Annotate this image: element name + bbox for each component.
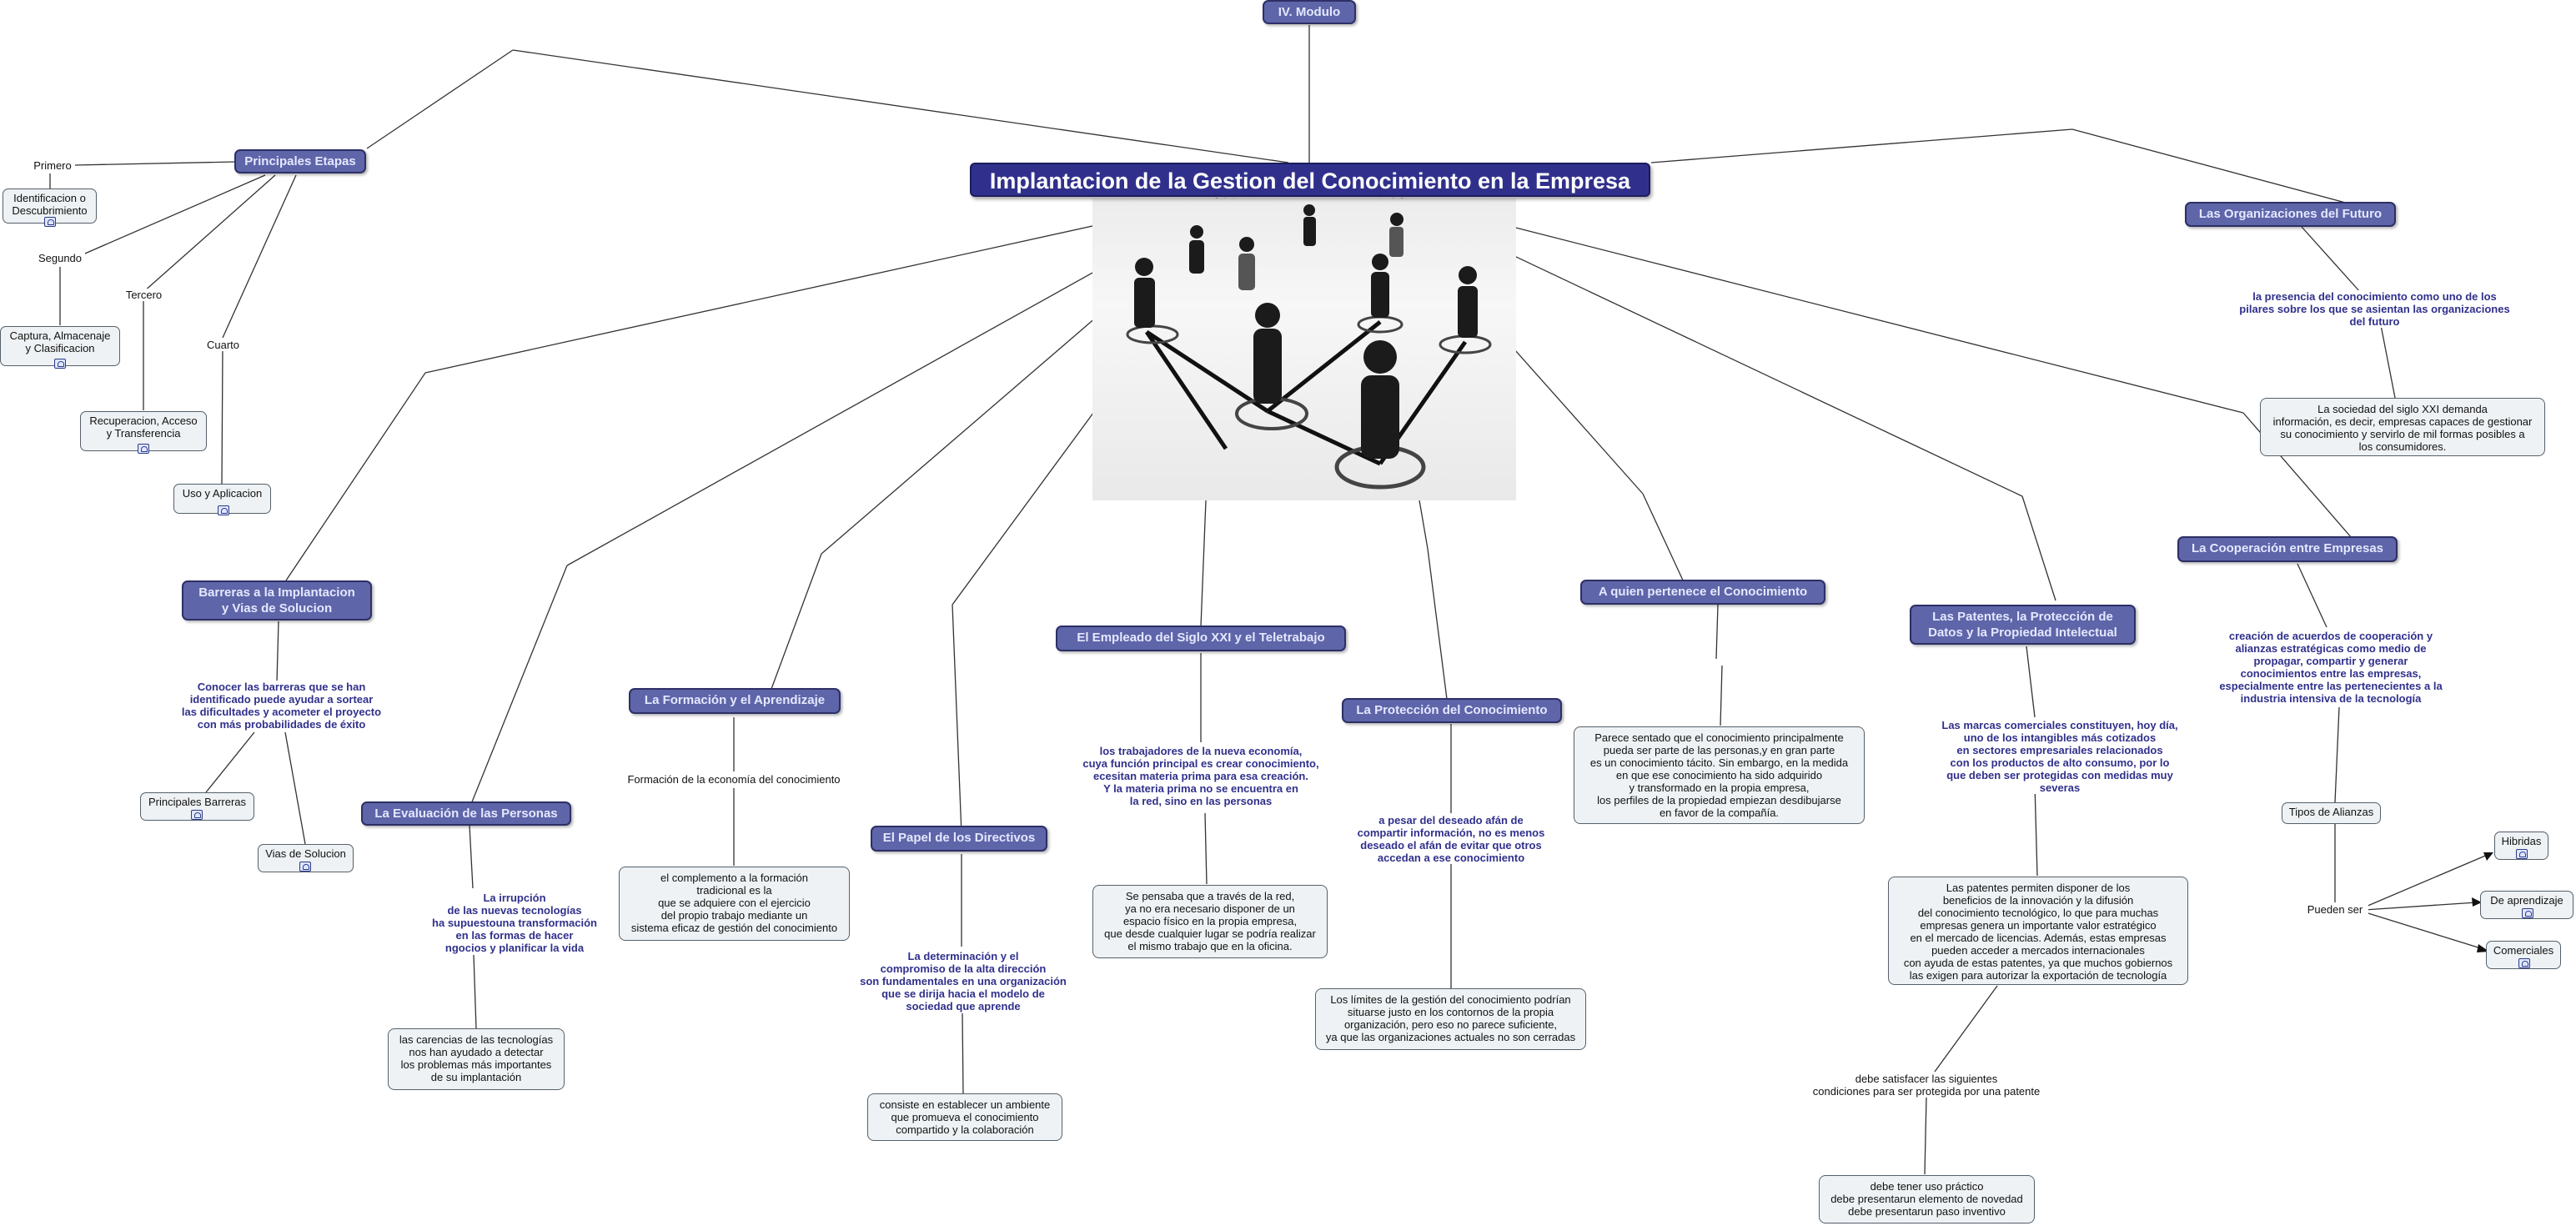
node-recuperacion[interactable]: Recuperacion, Acceso y Transferencia — [80, 411, 207, 454]
node-empleado-detail[interactable]: Se pensaba que a través de la red, ya no… — [1092, 885, 1328, 958]
patentes-description: Las marcas comerciales constituyen, hoy … — [1926, 719, 2193, 794]
module-label[interactable]: IV. Modulo — [1263, 0, 1356, 24]
attachment-icon[interactable] — [191, 810, 203, 820]
node-condiciones-detail[interactable]: debe tener uso práctico debe presentarun… — [1819, 1175, 2035, 1223]
barreras-description: Conocer las barreras que se han identifi… — [171, 681, 392, 731]
attachment-icon[interactable] — [2516, 849, 2528, 859]
node-aprendizaje-text: De aprendizaje — [2490, 894, 2563, 907]
topic-cooperacion-empresas[interactable]: La Cooperación entre Empresas — [2177, 536, 2398, 562]
label-cuarto: Cuarto — [200, 339, 246, 351]
node-vias-solucion-text: Vias de Solucion — [265, 847, 346, 860]
topic-quien-pertenece[interactable]: A quien pertenece el Conocimiento — [1580, 580, 1825, 605]
node-de-aprendizaje[interactable]: De aprendizaje — [2480, 891, 2573, 919]
node-patentes-detail[interactable]: Las patentes permiten disponer de los be… — [1888, 877, 2188, 985]
topic-formacion-aprendizaje[interactable]: La Formación y el Aprendizaje — [629, 688, 841, 714]
topic-barreras[interactable]: Barreras a la Implantacion y Vias de Sol… — [182, 580, 372, 621]
topic-evaluacion-personas[interactable]: La Evaluación de las Personas — [361, 801, 571, 826]
attachment-icon[interactable] — [218, 505, 229, 515]
topic-principales-etapas[interactable]: Principales Etapas — [234, 149, 366, 173]
node-principales-barreras[interactable]: Principales Barreras — [140, 792, 254, 821]
people-network-image — [1126, 204, 1492, 490]
futuro-description: la presencia del conocimiento como uno d… — [2227, 290, 2523, 328]
node-captura-text: Captura, Almacenaje y Clasificacion — [9, 329, 111, 354]
node-principales-barreras-text: Principales Barreras — [148, 796, 247, 808]
attachment-icon[interactable] — [299, 862, 311, 872]
topic-papel-directivos[interactable]: El Papel de los Directivos — [871, 826, 1047, 852]
label-pueden-ser: Pueden ser — [2302, 903, 2368, 916]
attachment-icon[interactable] — [2522, 908, 2533, 918]
network-people-illustration — [1092, 198, 1516, 500]
node-comerciales-text: Comerciales — [2493, 944, 2554, 957]
node-uso-aplicacion[interactable]: Uso y Aplicacion — [173, 484, 271, 515]
topic-proteccion-conocimiento[interactable]: La Protección del Conocimiento — [1342, 698, 1562, 723]
node-captura[interactable]: Captura, Almacenaje y Clasificacion — [0, 326, 120, 369]
evaluacion-description: La irrupción de las nuevas tecnologías h… — [414, 892, 615, 954]
attachment-icon[interactable] — [44, 217, 56, 227]
attachment-icon[interactable] — [54, 359, 66, 369]
node-recuperacion-text: Recuperacion, Acceso y Transferencia — [89, 415, 198, 440]
topic-patentes[interactable]: Las Patentes, la Protección de Datos y l… — [1910, 605, 2136, 645]
central-topic[interactable]: Implantacion de la Gestion del Conocimie… — [970, 163, 1650, 197]
node-uso-text: Uso y Aplicacion — [182, 487, 263, 500]
attachment-icon[interactable] — [2518, 958, 2530, 968]
label-tercero: Tercero — [121, 289, 167, 301]
label-formacion-economia: Formación de la economía del conocimient… — [615, 773, 852, 786]
node-identificacion[interactable]: Identificacion o Descubrimiento — [3, 188, 97, 227]
label-condiciones-patente: debe satisfacer las siguientes condicion… — [1799, 1073, 2054, 1098]
arrowhead-icon — [2472, 852, 2493, 952]
node-hibridas-text: Hibridas — [2501, 835, 2542, 847]
topic-empleado-teletrabajo[interactable]: El Empleado del Siglo XXI y el Teletraba… — [1056, 626, 1346, 651]
node-quien-detail[interactable]: Parece sentado que el conocimiento princ… — [1574, 726, 1865, 824]
node-comerciales[interactable]: Comerciales — [2486, 941, 2561, 969]
label-segundo: Segundo — [35, 252, 85, 264]
node-proteccion-detail[interactable]: Los límites de la gestión del conocimien… — [1315, 988, 1586, 1050]
cooperacion-description: creación de acuerdos de cooperación y al… — [2210, 630, 2452, 705]
proteccion-description: a pesar del deseado afán de compartir in… — [1338, 814, 1564, 864]
node-formacion-detail[interactable]: el complemento a la formación tradiciona… — [619, 867, 850, 941]
directivos-description: La determinación y el compromiso de la a… — [842, 950, 1084, 1012]
node-vias-solucion[interactable]: Vias de Solucion — [258, 844, 354, 872]
empleado-description: los trabajadores de la nueva economía, c… — [1067, 745, 1334, 807]
node-evaluacion-detail[interactable]: las carencias de las tecnologías nos han… — [388, 1028, 565, 1090]
node-identificacion-text: Identificacion o Descubrimiento — [12, 192, 88, 217]
node-hibridas[interactable]: Hibridas — [2494, 832, 2548, 860]
node-directivos-detail[interactable]: consiste en establecer un ambiente que p… — [867, 1093, 1062, 1141]
topic-organizaciones-futuro[interactable]: Las Organizaciones del Futuro — [2185, 202, 2396, 227]
node-futuro-detail[interactable]: La sociedad del siglo XXI demanda inform… — [2260, 398, 2545, 456]
attachment-icon[interactable] — [138, 444, 149, 454]
node-tipos-alianzas[interactable]: Tipos de Alianzas — [2282, 802, 2381, 824]
label-primero: Primero — [32, 159, 73, 172]
